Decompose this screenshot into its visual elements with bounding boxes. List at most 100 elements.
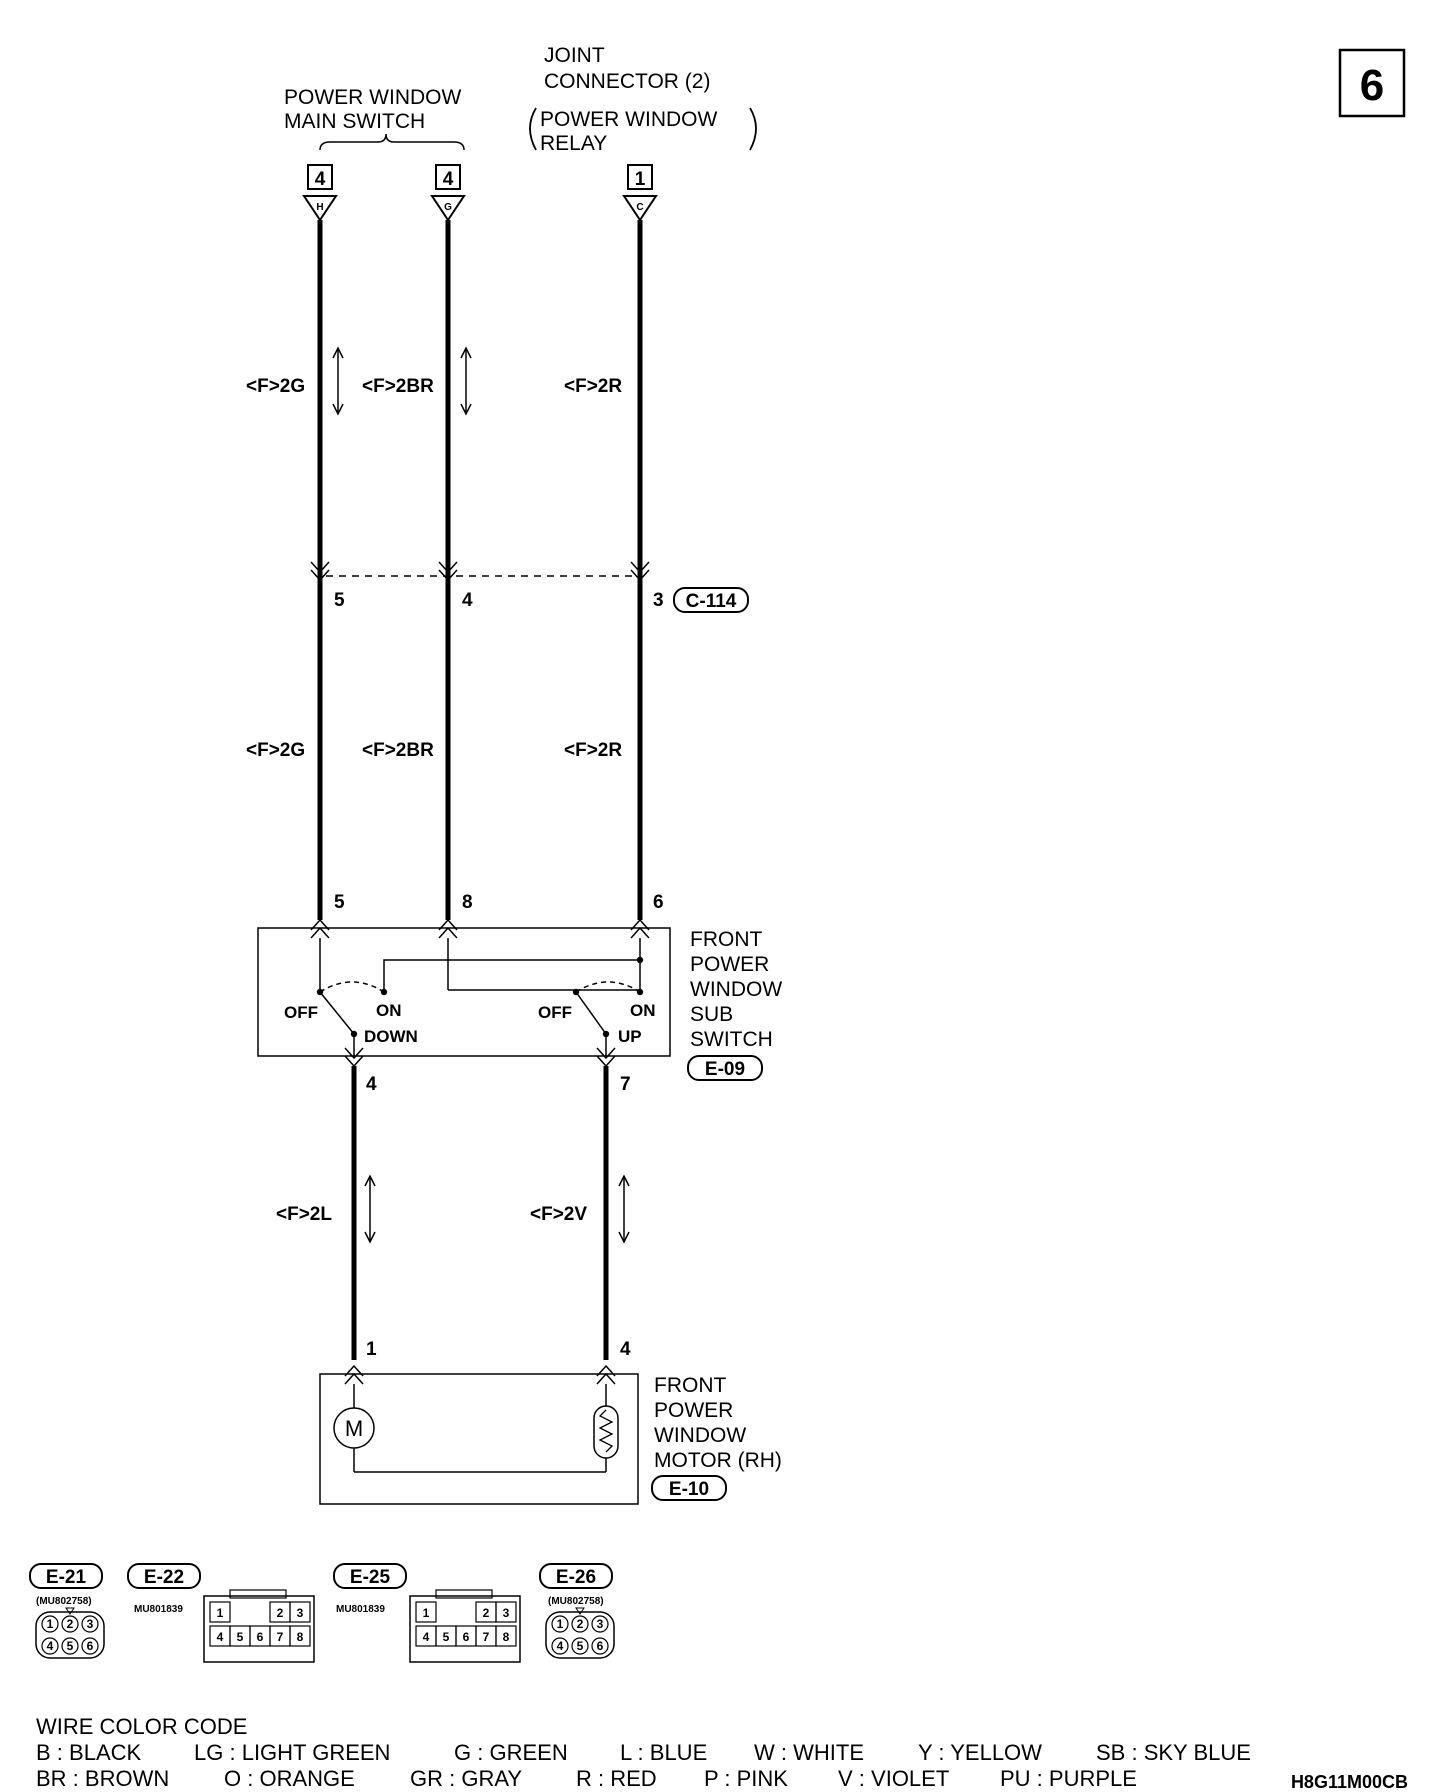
svg-text:3: 3: [297, 1606, 304, 1620]
e09-code: E-09: [705, 1059, 745, 1080]
joint-connector-label-line1: JOINT: [544, 44, 605, 67]
svg-text:1: 1: [557, 1617, 564, 1631]
svg-text:4: 4: [217, 1630, 224, 1644]
svg-text:H: H: [316, 202, 323, 213]
svg-text:1: 1: [217, 1606, 224, 1620]
svg-text:G: G: [444, 202, 452, 213]
c114-code: C-114: [686, 591, 737, 612]
svg-text:4: 4: [423, 1630, 430, 1644]
svg-text:6: 6: [257, 1630, 264, 1644]
right-switch-on: ON: [630, 1001, 656, 1020]
svg-text:1: 1: [423, 1606, 430, 1620]
svg-text:7: 7: [277, 1630, 284, 1644]
joint-connector-sub-line2: RELAY: [540, 132, 607, 155]
svg-text:E-21: E-21: [46, 1567, 87, 1588]
motor-pin-1: 1: [366, 1339, 377, 1360]
left-switch-on: ON: [376, 1001, 402, 1020]
motor-pin-4: 4: [620, 1339, 631, 1360]
wire-label-2br-middle: <F>2BR: [362, 740, 434, 761]
motor-label-3: WINDOW: [654, 1424, 746, 1447]
right-switch-up: UP: [618, 1027, 642, 1046]
front-power-window-sub-switch: OFF ON DOWN OFF ON UP: [257, 918, 671, 1068]
connector-c114: 5 4 3 C-114: [310, 561, 749, 613]
left-switch-down: DOWN: [364, 1027, 418, 1046]
main-switch-label-line2: MAIN SWITCH: [284, 110, 425, 133]
svg-text:O : ORANGE: O : ORANGE: [224, 1766, 355, 1791]
wire-label-2v: <F>2V: [530, 1204, 587, 1225]
svg-text:6: 6: [463, 1630, 470, 1644]
sub-switch-pin-8: 8: [462, 892, 473, 913]
front-power-window-motor: M: [319, 1364, 639, 1505]
terminal-c: 1 C: [622, 164, 658, 222]
sub-switch-pin-6: 6: [653, 892, 664, 913]
joint-connector-label-line2: CONNECTOR (2): [544, 70, 710, 93]
e10-badge: [651, 1475, 727, 1501]
svg-text:GR : GRAY: GR : GRAY: [410, 1766, 522, 1791]
svg-text:5: 5: [334, 590, 345, 611]
paren-left: [529, 107, 537, 151]
right-switch-off: OFF: [538, 1003, 572, 1022]
svg-text:2: 2: [67, 1617, 74, 1631]
svg-text:MU801839: MU801839: [336, 1604, 385, 1615]
sheet-number-box: 6: [1338, 48, 1406, 118]
svg-text:5: 5: [443, 1630, 450, 1644]
wires-upper: [317, 220, 643, 920]
wire-label-2g-upper: <F>2G: [246, 376, 305, 397]
svg-text:5: 5: [237, 1630, 244, 1644]
svg-text:E-26: E-26: [556, 1567, 596, 1588]
main-switch-label-line1: POWER WINDOW: [284, 86, 461, 109]
wire-color-row1: B : BLACK LG : LIGHT GREEN G : GREEN L :…: [36, 1740, 1251, 1765]
sheet-number: 6: [1360, 61, 1384, 110]
motor-icon: [333, 1407, 375, 1449]
svg-text:(MU802758): (MU802758): [36, 1596, 92, 1607]
wire-label-2r-middle: <F>2R: [564, 740, 622, 761]
wire-label-2g-middle: <F>2G: [246, 740, 305, 761]
sub-switch-pin-7: 7: [620, 1074, 631, 1095]
svg-text:PU : PURPLE: PU : PURPLE: [1000, 1766, 1137, 1791]
motor-label-2: POWER: [654, 1399, 733, 1422]
sub-switch-label-2: POWER: [690, 953, 769, 976]
svg-text:3: 3: [597, 1617, 604, 1631]
connector-e26: E-26 (MU802758) 1 2 3 4 5 6: [539, 1563, 615, 1659]
wire-color-row2: BR : BROWN O : ORANGE GR : GRAY R : RED …: [36, 1766, 1137, 1791]
wire-label-2r-upper: <F>2R: [564, 376, 622, 397]
wires-lower: [351, 1066, 609, 1360]
svg-text:6: 6: [597, 1639, 604, 1653]
svg-text:5: 5: [67, 1639, 74, 1653]
svg-text:3: 3: [653, 590, 664, 611]
svg-text:Y : YELLOW: Y : YELLOW: [918, 1740, 1042, 1765]
svg-text:W : WHITE: W : WHITE: [754, 1740, 864, 1765]
svg-text:4: 4: [557, 1639, 564, 1653]
paren-right: [749, 107, 757, 151]
svg-text:P : PINK: P : PINK: [704, 1766, 788, 1791]
svg-text:1: 1: [635, 169, 646, 190]
motor-label-1: FRONT: [654, 1374, 726, 1397]
svg-text:MU801839: MU801839: [134, 1604, 183, 1615]
svg-text:4: 4: [443, 169, 454, 190]
svg-text:B : BLACK: B : BLACK: [36, 1740, 142, 1765]
svg-text:8: 8: [503, 1630, 510, 1644]
svg-text:2: 2: [483, 1606, 490, 1620]
twist-arrows-lower: [364, 1174, 630, 1244]
joint-connector-sub-line1: POWER WINDOW: [540, 108, 717, 131]
sub-switch-label-5: SWITCH: [690, 1028, 773, 1051]
connector-e22: E-22 MU801839 1 2 3 4 5 6 7 8: [127, 1563, 315, 1663]
sub-switch-label-1: FRONT: [690, 928, 762, 951]
svg-text:3: 3: [503, 1606, 510, 1620]
e09-badge: [687, 1055, 763, 1081]
connector-e21: E-21 (MU802758) 1 2 3 4 5 6: [29, 1563, 105, 1659]
svg-text:8: 8: [297, 1630, 304, 1644]
sub-switch-pin-5: 5: [334, 892, 345, 913]
svg-text:4: 4: [47, 1639, 54, 1653]
svg-text:1: 1: [47, 1617, 54, 1631]
svg-text:2: 2: [577, 1617, 584, 1631]
wire-label-2br-upper: <F>2BR: [362, 376, 434, 397]
sub-switch-label-4: SUB: [690, 1003, 733, 1026]
svg-text:7: 7: [483, 1630, 490, 1644]
connector-e25: E-25 MU801839 1 2 3 4 5 6 7 8: [333, 1563, 521, 1663]
svg-text:4: 4: [315, 169, 326, 190]
terminal-h: 4 H: [302, 164, 338, 222]
svg-text:SB : SKY BLUE: SB : SKY BLUE: [1096, 1740, 1251, 1765]
twist-arrows-upper: [332, 346, 472, 416]
main-switch-brace: [319, 133, 465, 151]
